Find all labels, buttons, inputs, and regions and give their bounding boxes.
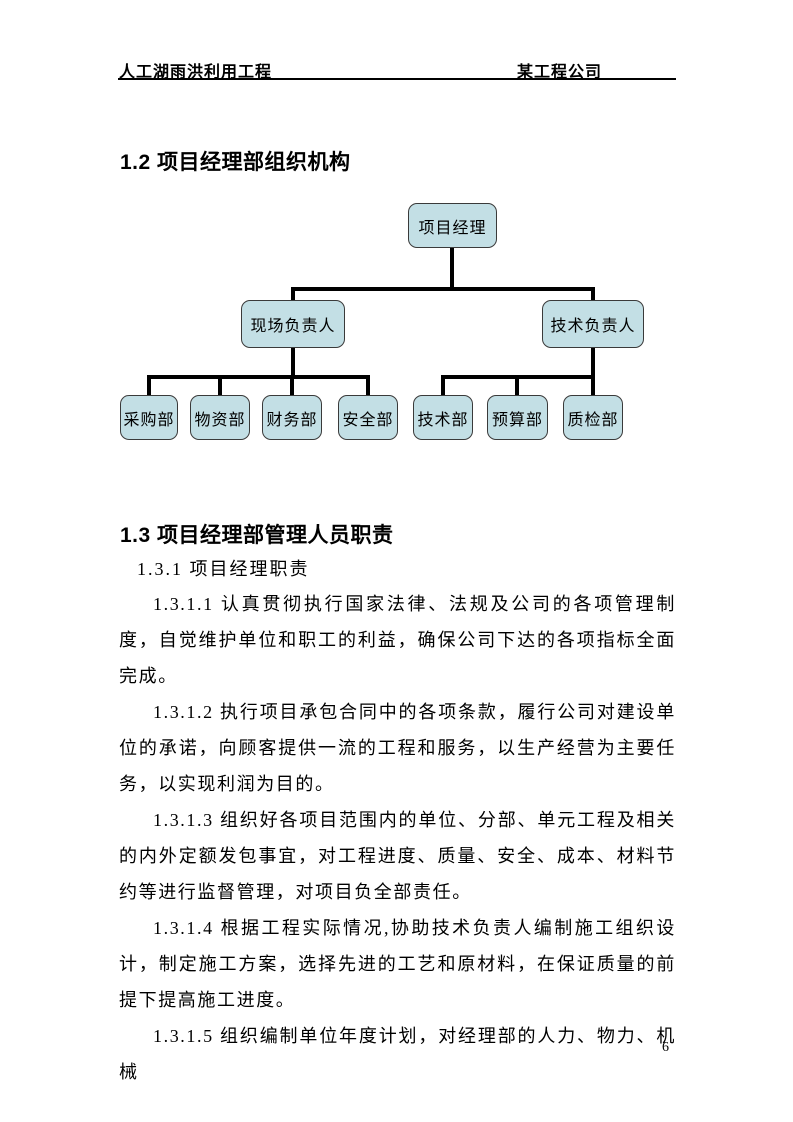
section-1-2-heading: 1.2 项目经理部组织机构: [120, 151, 351, 174]
page-number: 6: [662, 1040, 669, 1055]
section-1-3-1-subheading: 1.3.1 项目经理职责: [137, 559, 310, 579]
org-connector-tech-up: [591, 287, 595, 301]
org-connector-root-down: [450, 248, 454, 290]
org-connector-drop: [366, 375, 370, 396]
org-connector-drop: [290, 375, 294, 396]
org-node-quality-dept: 质检部: [563, 395, 623, 440]
paragraph-1-3-1-5: 1.3.1.5 组织编制单位年度计划，对经理部的人力、物力、机械: [119, 1026, 676, 1082]
org-node-materials-dept: 物资部: [190, 395, 250, 440]
org-connector-tech-down: [591, 348, 595, 378]
org-connector-site-children-horizontal: [147, 375, 370, 379]
header-rule: [118, 78, 676, 80]
org-node-budget-dept: 预算部: [487, 395, 548, 440]
org-node-project-manager: 项目经理: [408, 203, 497, 248]
org-connector-site-down: [291, 348, 295, 378]
org-connector-drop: [591, 375, 595, 396]
org-node-tech-manager: 技术负责人: [542, 300, 644, 348]
org-node-finance-dept: 财务部: [262, 395, 322, 440]
org-connector-drop: [147, 375, 151, 396]
header-project-title: 人工湖雨洪利用工程: [119, 64, 273, 81]
org-node-site-manager: 现场负责人: [241, 300, 345, 348]
body-text: 1.3.1.1 认真贯彻执行国家法律、法规及公司的各项管理制度，自觉维护单位和职…: [119, 586, 676, 1090]
paragraph-1-3-1-3: 1.3.1.3 组织好各项目范围内的单位、分部、单元工程及相关的内外定额发包事宜…: [119, 810, 676, 902]
org-node-safety-dept: 安全部: [338, 395, 398, 440]
org-connector-drop: [441, 375, 445, 396]
org-node-technology-dept: 技术部: [413, 395, 473, 440]
paragraph-1-3-1-4: 1.3.1.4 根据工程实际情况,协助技术负责人编制施工组织设计，制定施工方案，…: [119, 918, 676, 1010]
section-1-3-heading: 1.3 项目经理部管理人员职责: [120, 524, 394, 547]
org-node-procurement-dept: 采购部: [120, 395, 178, 440]
org-connector-level2-horizontal: [291, 287, 595, 291]
header-company-name: 某工程公司: [517, 64, 603, 81]
org-connector-drop: [218, 375, 222, 396]
paragraph-1-3-1-2: 1.3.1.2 执行项目承包合同中的各项条款，履行公司对建设单位的承诺，向顾客提…: [119, 702, 676, 794]
org-connector-drop: [515, 375, 519, 396]
paragraph-1-3-1-1: 1.3.1.1 认真贯彻执行国家法律、法规及公司的各项管理制度，自觉维护单位和职…: [119, 594, 676, 686]
org-connector-site-up: [291, 287, 295, 301]
